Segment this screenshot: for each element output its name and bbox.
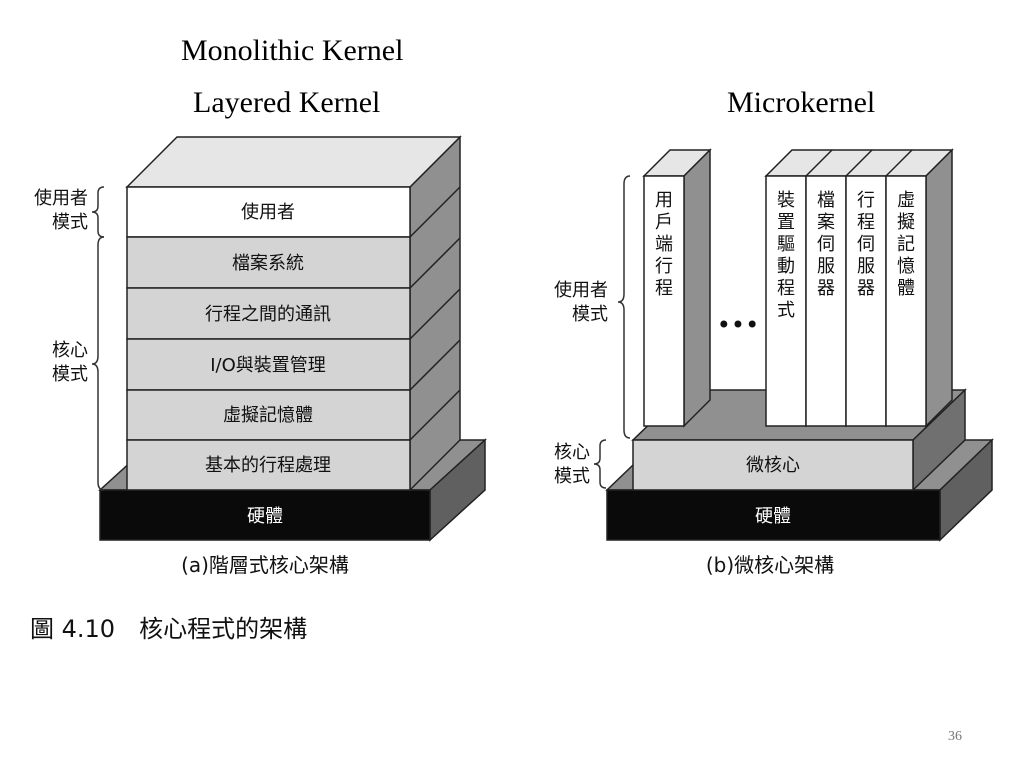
layered-user-mode-label-line2: 模式 — [52, 212, 88, 233]
layer-basic-process-label: 基本的行程處理 — [205, 455, 331, 476]
layered-caption: (a)階層式核心架構 — [181, 553, 349, 577]
layered-hardware-label: 硬體 — [247, 506, 283, 527]
micro-hardware-label: 硬體 — [755, 506, 791, 527]
server-device-driver-label: 裝置驅動程式 — [777, 190, 795, 321]
micro-kernel-block — [632, 439, 914, 491]
micro-caption: (b)微核心架構 — [706, 553, 834, 577]
micro-kernel-mode-label-line1: 核心 — [554, 442, 590, 463]
layer-file-system — [126, 236, 411, 289]
server-virtual-memory-label: 虛擬記憶體 — [897, 190, 915, 299]
micro-kernel-label: 微核心 — [746, 455, 800, 476]
server-file-label: 檔案伺服器 — [817, 190, 835, 299]
client-process-column — [643, 175, 685, 427]
layer-basic-process — [126, 439, 411, 491]
layer-vm-label: 虛擬記憶體 — [223, 405, 313, 426]
micro-user-mode-brace — [617, 175, 631, 439]
figure-caption: 圖 4.10 核心程式的架構 — [30, 615, 307, 643]
micro-kernel-mode-label-line2: 模式 — [554, 466, 590, 487]
micro-user-mode-label-line1: 使用者 — [554, 280, 608, 301]
server-virtual-memory — [885, 175, 927, 427]
layer-user-label: 使用者 — [241, 202, 295, 223]
layer-virtual-memory — [126, 389, 411, 441]
layered-kernel-mode-label-line2: 模式 — [52, 364, 88, 385]
server-file — [805, 175, 847, 427]
client-process-side-face — [683, 148, 711, 428]
micro-kernel-mode-brace — [593, 439, 607, 489]
server-process — [845, 175, 887, 427]
layer-file-system-label: 檔案系統 — [232, 253, 304, 274]
title-microkernel: Microkernel — [727, 86, 876, 119]
layered-user-mode-label-line1: 使用者 — [34, 188, 88, 209]
title-layered-kernel: Layered Kernel — [193, 86, 381, 119]
layered-user-mode-brace — [91, 186, 105, 238]
client-process-label: 用戶端行程 — [655, 190, 673, 299]
layered-kernel-mode-brace — [91, 236, 105, 491]
layer-io-label: I/O與裝置管理 — [210, 355, 326, 376]
layer-user — [126, 186, 411, 238]
ellipsis: ••• — [717, 311, 759, 339]
server-process-label: 行程伺服器 — [857, 190, 875, 299]
server-device-driver — [765, 175, 807, 427]
servers-side-face — [925, 148, 953, 428]
layered-kernel-mode-label-line1: 核心 — [52, 340, 88, 361]
layer-ipc-label: 行程之間的通訊 — [205, 304, 331, 325]
micro-user-mode-label-line2: 模式 — [572, 304, 608, 325]
page-number: 36 — [948, 729, 962, 744]
layered-stack-top-face — [125, 136, 462, 188]
title-monolithic-kernel: Monolithic Kernel — [181, 34, 404, 67]
